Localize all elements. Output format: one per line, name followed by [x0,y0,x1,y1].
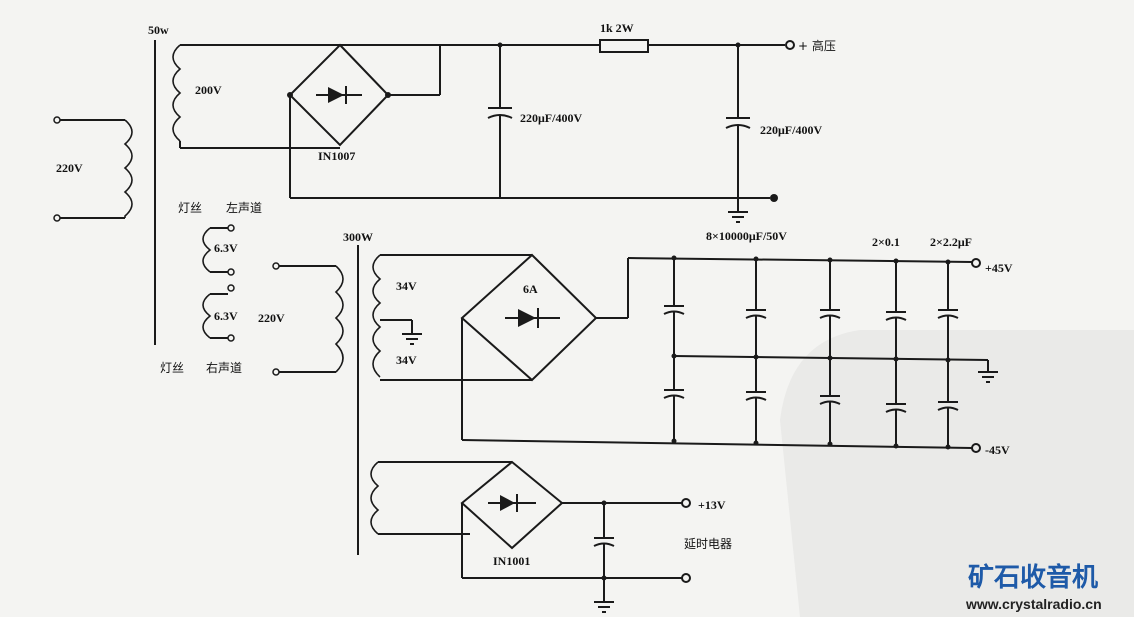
hv-output-terminal [785,40,795,50]
bridge3-part-label: IN1001 [493,554,530,568]
ground-symbol-4 [594,601,614,613]
relay-output-terminal [681,498,691,508]
bridge1-part-label: IN1007 [318,149,355,163]
filament-left-label-b: 左声道 [226,200,262,215]
watermark-title: 矿石收音机 [968,562,1098,593]
ground-symbol-3 [978,371,998,383]
resistor-label: 1k 2W [600,21,634,35]
filament-left-label-a: 灯丝 [178,201,202,215]
t1-primary-winding [123,119,133,218]
hv-ground-terminal [770,194,778,202]
cap-col-4 [885,258,907,449]
bridge-rectifier-3 [460,460,564,550]
mains-input-terminals [53,116,125,222]
cap-hv1-label: 220μF/400V [520,111,582,125]
bridge-rectifier-1 [287,43,391,147]
pos45-label: +45V [985,261,1013,275]
neg45-label: -45V [985,443,1010,457]
cap-small1-label: 2×0.1 [872,235,900,249]
t1-hv-winding [172,44,182,142]
t2-primary-winding [334,265,344,373]
filament-voltage-2: 6.3V [214,309,238,323]
cap-bank-label: 8×10000μF/50V [706,229,787,243]
t2-lv-winding [372,254,382,378]
filament-right-label-a: 灯丝 [160,361,184,375]
cap-hv2-label: 220μF/400V [760,123,822,137]
relay-filter-capacitor [593,500,615,602]
cap-col-3 [819,257,841,447]
hv-capacitor-2 [725,42,751,212]
mains-voltage-label: 220V [56,161,83,175]
t2-relay-winding [370,461,380,535]
lv-capacitor-bank [663,255,959,450]
filament-right-label-b: 右声道 [206,360,242,375]
t1-power-label: 50w [148,23,169,37]
cap-small2-label: 2×2.2μF [930,235,972,249]
relay-voltage-label: +13V [698,498,726,512]
lv-lower-voltage: 34V [396,353,417,367]
cap-col-2 [745,256,767,446]
filament-winding-right [202,293,212,339]
t2-power-label: 300W [343,230,373,244]
relay-ground-terminal [681,573,691,583]
resistor-1k-2w [599,39,649,53]
pos45-output-terminal [971,258,981,268]
bridge-rectifier-2 [460,253,598,382]
filament-voltage-1: 6.3V [214,241,238,255]
relay-label: 延时电器 [684,537,732,551]
filament-winding-left [202,227,212,273]
hv-winding-voltage-label: 200V [195,83,222,97]
hv-capacitor-1 [487,42,513,198]
lv-upper-voltage: 34V [396,279,417,293]
ground-symbol-2 [402,333,422,345]
t2-mains-label: 220V [258,311,285,325]
bridge2-rating-label: 6A [523,282,538,296]
ground-symbol-1 [728,211,748,223]
hv-output-label: + 高压 [798,38,836,53]
neg45-output-terminal [971,443,981,453]
watermark-seal [780,330,1134,617]
watermark-url: www.crystalradio.cn [965,596,1102,612]
cap-col-5 [937,259,959,450]
cap-col-1 [663,255,685,444]
